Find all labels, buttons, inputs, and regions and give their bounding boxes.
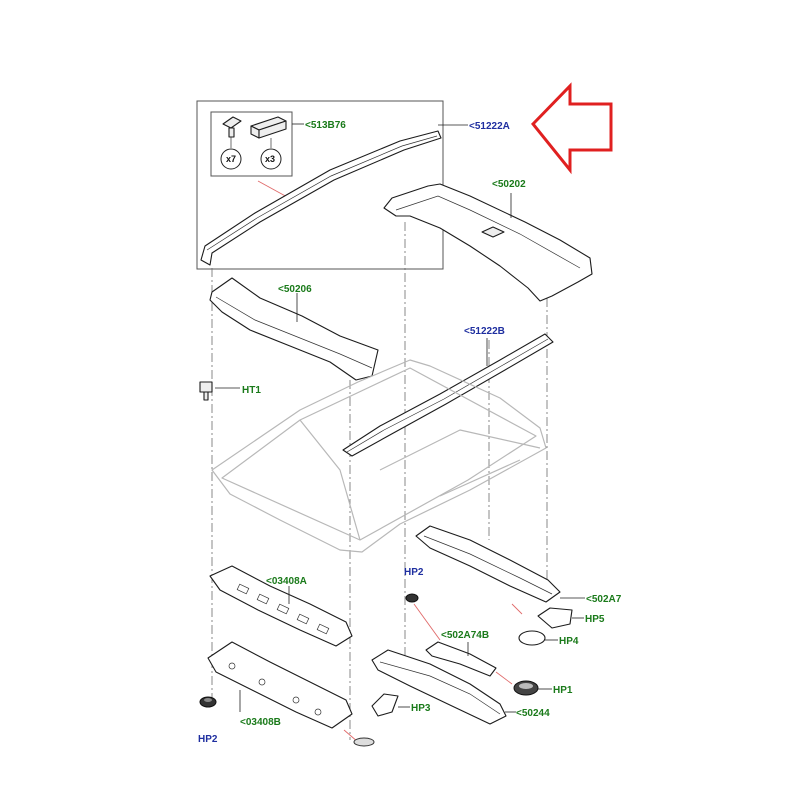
block-quantity: x3 bbox=[265, 154, 275, 164]
bracket-502a74b bbox=[425, 641, 497, 677]
side-rail-502a7 bbox=[415, 525, 561, 603]
callout-51222a: <51222A bbox=[469, 121, 510, 132]
callout-502a74b: <502A74B bbox=[441, 630, 489, 641]
callout-03408b: <03408B bbox=[240, 717, 281, 728]
callout-hp5: HP5 bbox=[585, 614, 605, 625]
hp3-partial-icon bbox=[353, 737, 375, 747]
roof-rail-right bbox=[342, 333, 554, 457]
kit-inner-box bbox=[210, 111, 293, 177]
hp3-pad-icon bbox=[371, 693, 399, 717]
rear-header-03408a bbox=[209, 565, 353, 647]
roof-rail-left bbox=[200, 130, 442, 266]
clip-icon bbox=[220, 116, 242, 170]
headliner-panel bbox=[383, 183, 593, 302]
callout-hp3: HP3 bbox=[411, 703, 431, 714]
red-leader-502a7 bbox=[511, 603, 523, 615]
red-outline-arrow-icon bbox=[530, 82, 613, 175]
red-leader-hp2 bbox=[413, 603, 441, 641]
block-icon bbox=[250, 116, 287, 170]
hp1-grommet-icon bbox=[513, 680, 539, 696]
callout-hp1: HP1 bbox=[553, 685, 573, 696]
front-header-bow bbox=[209, 277, 379, 381]
side-rail-50244 bbox=[371, 649, 507, 725]
clip-quantity: x7 bbox=[226, 154, 236, 164]
callout-502a7: <502A7 bbox=[586, 594, 622, 605]
rear-reinforcement-03408b bbox=[207, 641, 353, 729]
callout-hp2-bottom: HP2 bbox=[198, 734, 218, 745]
callout-50202: <50202 bbox=[492, 179, 526, 190]
callout-50244: <50244 bbox=[516, 708, 550, 719]
callout-hp4: HP4 bbox=[559, 636, 579, 647]
callout-hp2-top: HP2 bbox=[404, 567, 424, 578]
callout-50206: <50206 bbox=[278, 284, 312, 295]
hp2-bottom-grommet-icon bbox=[199, 696, 217, 708]
leader-kit-red bbox=[257, 180, 290, 199]
roof-outline-ghost bbox=[211, 359, 547, 553]
callout-513b76: <513B76 bbox=[305, 120, 346, 131]
hp5-pad-icon bbox=[537, 607, 573, 629]
callout-03408a: <03408A bbox=[266, 576, 307, 587]
callout-51222b: <51222B bbox=[464, 326, 505, 337]
callout-ht1: HT1 bbox=[242, 385, 261, 396]
red-leader-502a74b bbox=[495, 671, 513, 685]
hp2-top-grommet-icon bbox=[405, 593, 419, 603]
ht1-fastener-icon bbox=[199, 381, 213, 401]
hp4-disc-icon bbox=[518, 630, 546, 646]
